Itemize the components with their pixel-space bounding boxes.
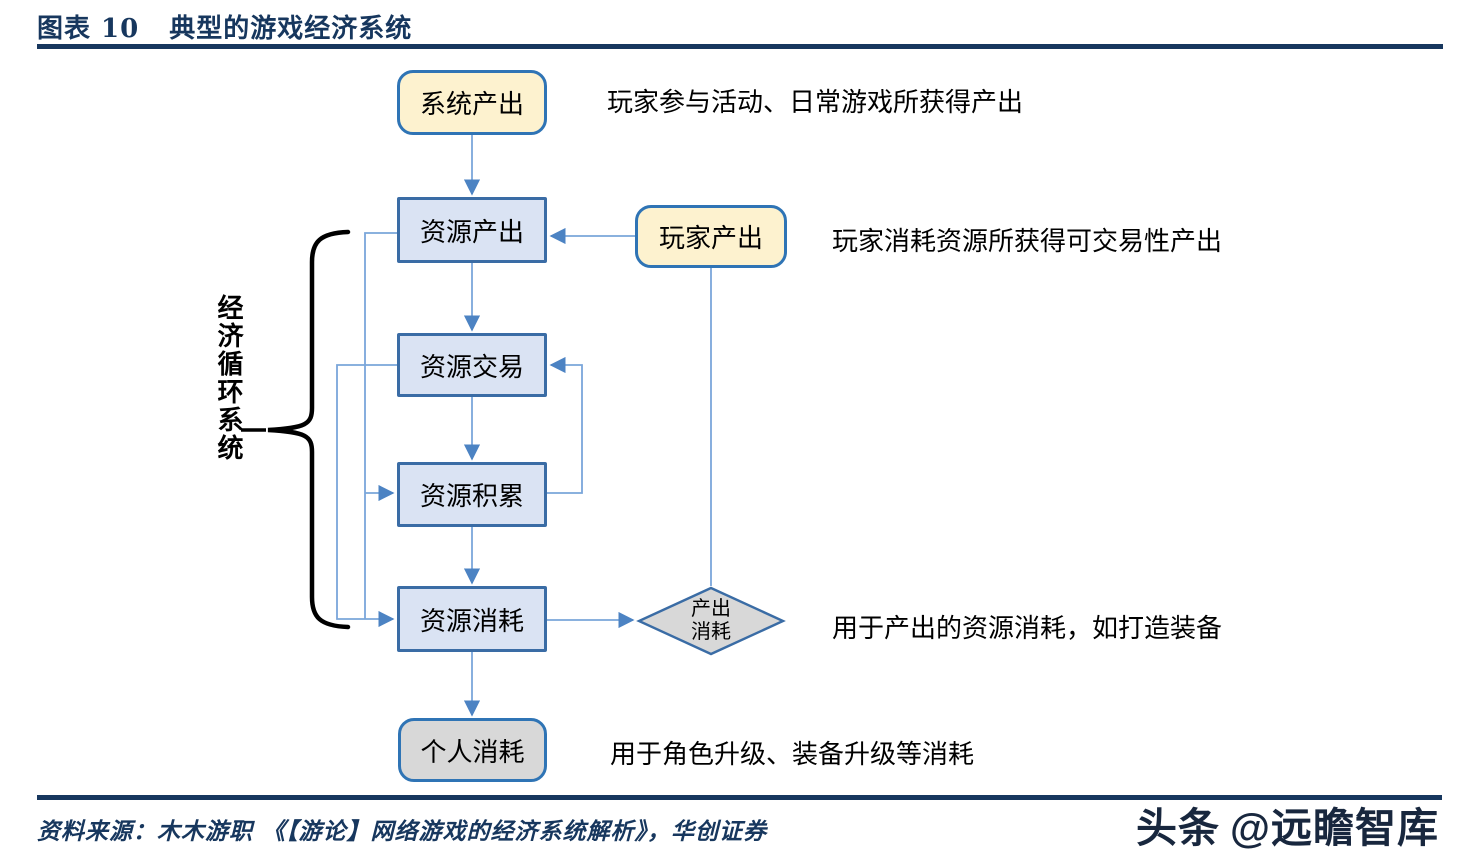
header-divider	[37, 44, 1443, 49]
node-player-output: 玩家产出	[635, 205, 787, 268]
arrow-accumulate-to-trade-loop	[547, 356, 583, 494]
figure-title: 图表 10 典型的游戏经济系统	[37, 8, 412, 45]
node-resource-output: 资源产出	[397, 197, 547, 263]
node-label: 资源产出	[419, 216, 524, 247]
diamond-label-line2: 消耗	[691, 621, 731, 643]
figure-number-label: 图表 10	[37, 14, 140, 44]
brace-label-economy-cycle: 经济循环系统	[214, 294, 244, 462]
left-brace	[267, 229, 351, 630]
watermark-logo: 头条@远瞻智库	[1136, 794, 1439, 854]
node-system-output: 系统产出	[397, 70, 547, 135]
diamond-shape	[636, 586, 786, 656]
connector-lines	[336, 135, 712, 717]
arrow-into-consume-left	[336, 364, 397, 628]
node-personal-consume: 个人消耗	[398, 718, 547, 782]
footer-divider	[37, 795, 1442, 800]
node-label: 资源积累	[419, 481, 524, 511]
diamond-label: 产出 消耗	[636, 586, 786, 656]
source-note: 资料来源：木木游职 《【游论】网络游戏的经济系统解析》，华创证券	[37, 818, 768, 845]
node-resource-trade: 资源交易	[397, 333, 547, 397]
line-resource-output-left-loop	[364, 232, 397, 619]
annotation-output-consume: 用于产出的资源消耗，如打造装备	[832, 613, 1223, 643]
figure-title-text: 典型的游戏经济系统	[169, 14, 413, 44]
node-label: 个人消耗	[420, 736, 525, 767]
node-label: 资源消耗	[419, 605, 524, 636]
watermark-platform: 头条	[1136, 805, 1221, 851]
brace-group	[241, 229, 351, 630]
node-resource-accumulate: 资源积累	[397, 462, 547, 527]
node-resource-consume: 资源消耗	[397, 586, 547, 652]
node-label: 玩家产出	[658, 223, 763, 253]
node-output-consume-diamond: 产出 消耗	[636, 586, 786, 656]
node-label: 资源交易	[419, 351, 524, 382]
annotation-player-output: 玩家消耗资源所获得可交易性产出	[832, 226, 1223, 256]
annotation-personal-consume: 用于角色升级、装备升级等消耗	[610, 739, 975, 769]
annotation-system-output: 玩家参与活动、日常游戏所获得产出	[607, 87, 1024, 117]
watermark-handle: @远瞻智库	[1230, 805, 1439, 851]
node-label: 系统产出	[419, 89, 524, 119]
diamond-label-line1: 产出	[691, 598, 731, 620]
